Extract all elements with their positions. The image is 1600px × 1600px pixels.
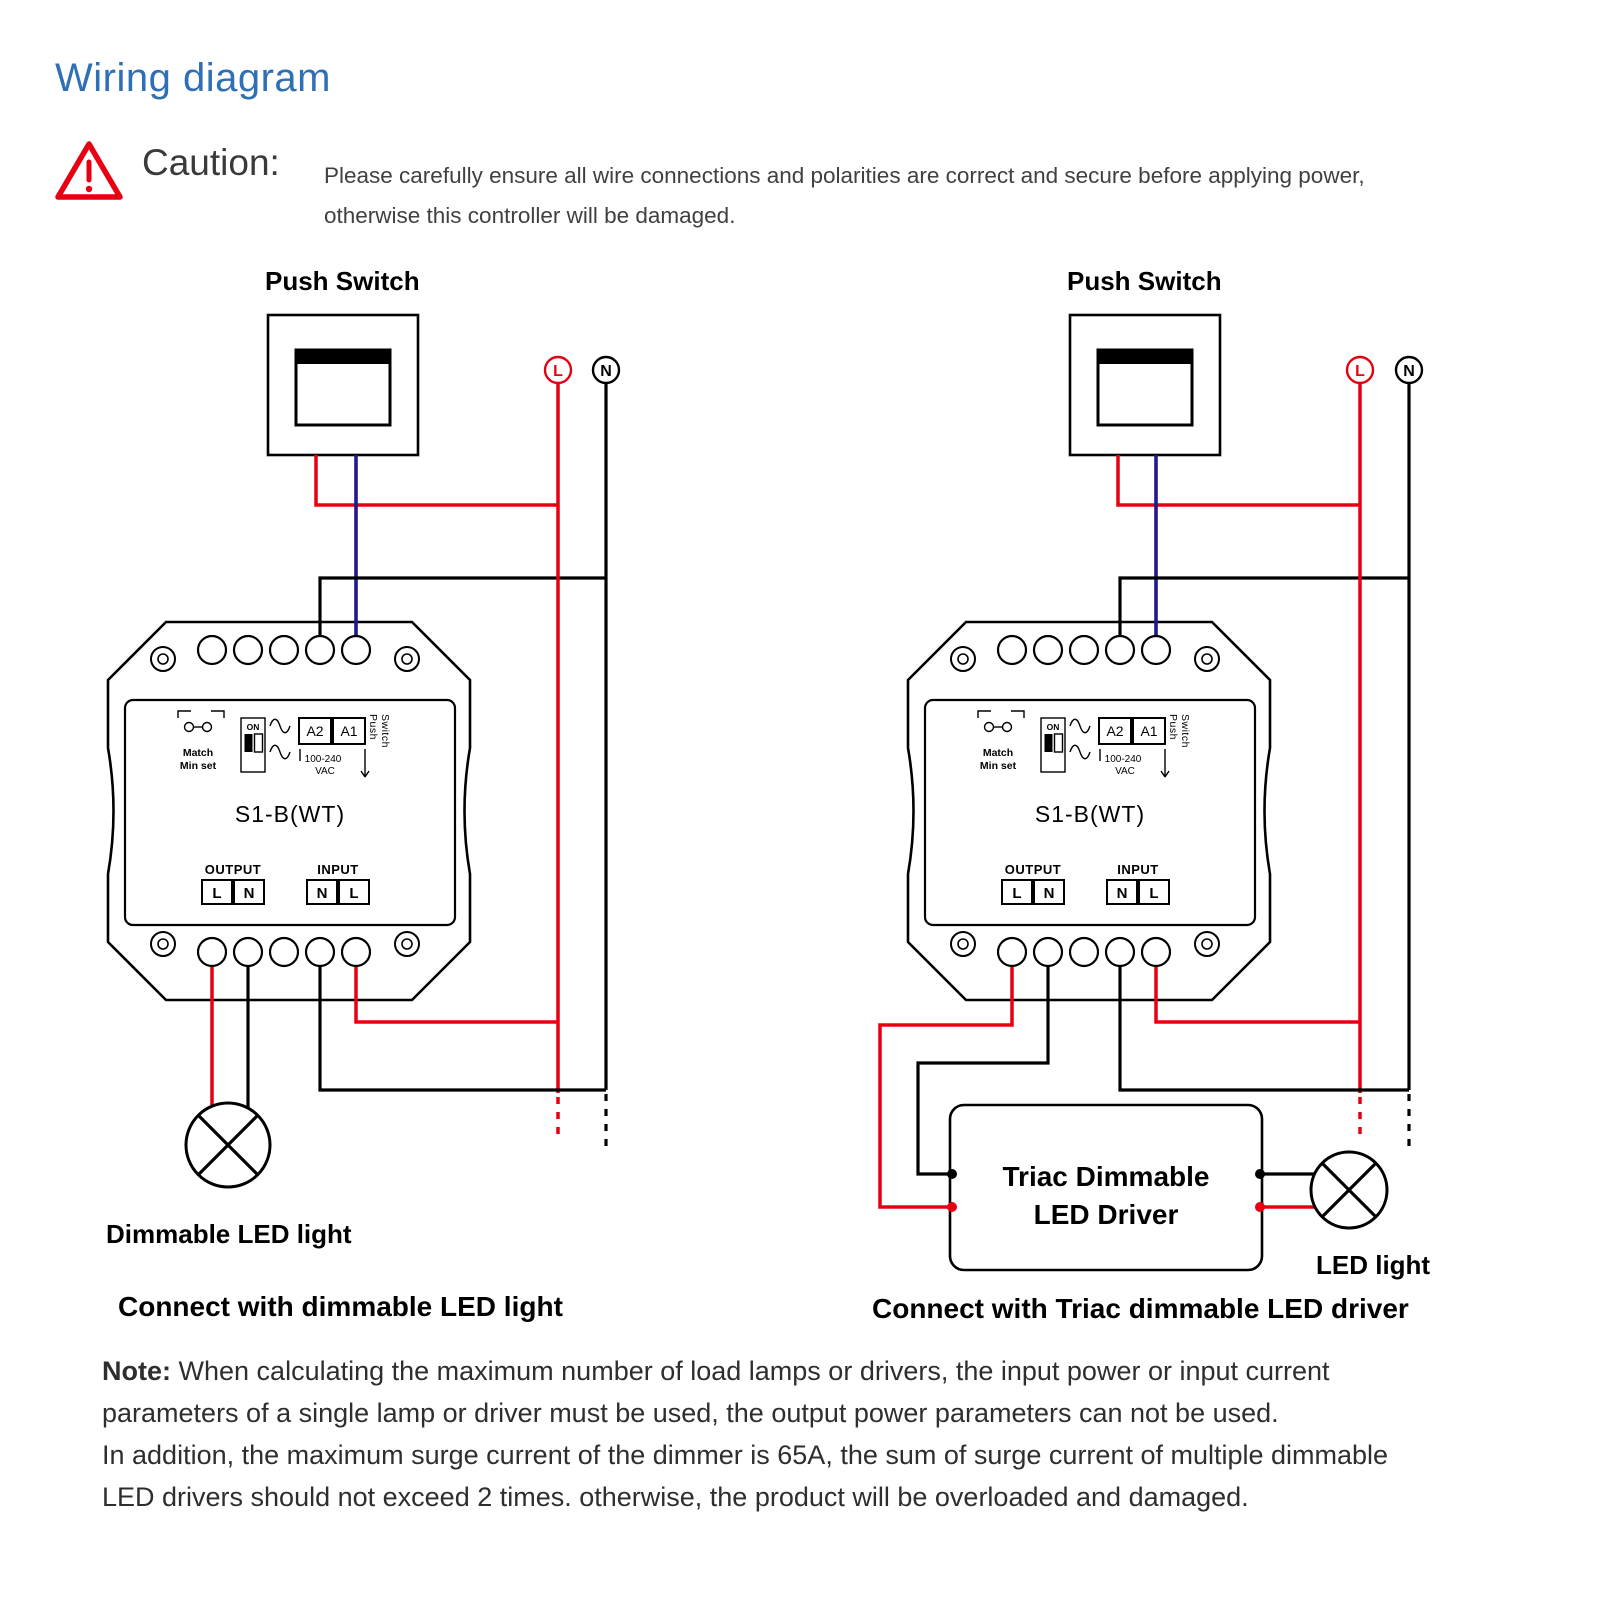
note-text-1: When calculating the maximum number of l… xyxy=(178,1356,1330,1386)
input-n-label: N xyxy=(1117,885,1128,902)
push-switch-right xyxy=(1068,313,1222,457)
live-terminal-label: L xyxy=(1355,363,1365,380)
live-terminal-label: L xyxy=(553,363,563,380)
output-l-label: L xyxy=(1012,885,1021,902)
input-live-wire-left xyxy=(354,952,558,1024)
output-n-label: N xyxy=(244,885,255,902)
vac-label: VAC xyxy=(1115,766,1135,777)
voltage-label: 100-240 xyxy=(305,754,342,765)
page-title: Wiring diagram xyxy=(55,56,331,100)
output-label: OUTPUT xyxy=(205,862,261,877)
live-wire-switch-left xyxy=(314,455,558,507)
driver-label-line2: LED Driver xyxy=(1034,1199,1179,1230)
on-label: ON xyxy=(247,722,260,732)
output-live-to-driver-wire xyxy=(878,952,1014,1209)
terminal-a1-label: A1 xyxy=(340,723,357,739)
note-label: Note: xyxy=(102,1356,171,1386)
right-diagram-wires xyxy=(878,383,1411,1209)
left-mains-terminal-badges: L N xyxy=(543,355,621,385)
terminal-a2-label: A2 xyxy=(306,723,323,739)
lamp-label-left: Dimmable LED light xyxy=(106,1219,352,1249)
input-label: INPUT xyxy=(1117,862,1159,877)
output-n-label: N xyxy=(1044,885,1055,902)
push-switch-label-left: Push Switch xyxy=(265,266,420,296)
input-label: INPUT xyxy=(317,862,359,877)
dimmer-left-labels: Match Min set ON A2 A1 100-240 VAC Push … xyxy=(180,714,391,902)
caution-text: Please carefully ensure all wire connect… xyxy=(324,156,1365,236)
note-section: Note: When calculating the maximum numbe… xyxy=(102,1350,1388,1518)
led-lamp-icon xyxy=(1309,1150,1389,1230)
caption-left: Connect with dimmable LED light xyxy=(118,1291,563,1322)
live-wire-switch-right xyxy=(1116,455,1360,507)
push-switch-label-right: Push Switch xyxy=(1067,266,1222,296)
match-label: Match xyxy=(983,747,1013,759)
terminal-a2-label: A2 xyxy=(1106,723,1123,739)
min-set-label: Min set xyxy=(180,760,217,772)
device-model-label: S1-B(WT) xyxy=(235,801,345,827)
output-neutral-to-driver-wire xyxy=(916,952,1050,1176)
note-line-4: LED drivers should not exceed 2 times. o… xyxy=(102,1482,1249,1512)
input-live-wire-right xyxy=(1154,952,1360,1024)
caution-text-line1: Please carefully ensure all wire connect… xyxy=(324,163,1365,188)
driver-neutral-pin-right xyxy=(1255,1169,1265,1179)
vac-label: VAC xyxy=(315,766,335,777)
input-n-label: N xyxy=(317,885,328,902)
left-diagram-wires xyxy=(210,383,608,1152)
neutral-terminal-badge xyxy=(1394,355,1424,385)
driver-label-line1: Triac Dimmable xyxy=(1003,1161,1210,1192)
dimmer-right-labels: Match Min set ON A2 A1 100-240 VAC Push … xyxy=(980,714,1191,902)
caption-right: Connect with Triac dimmable LED driver xyxy=(872,1293,1409,1324)
min-set-label: Min set xyxy=(980,760,1017,772)
voltage-label: 100-240 xyxy=(1105,754,1142,765)
match-label: Match xyxy=(183,747,213,759)
note-line-1: Note: When calculating the maximum numbe… xyxy=(102,1350,1388,1392)
driver-neutral-pin-left xyxy=(947,1169,957,1179)
note-line-2: parameters of a single lamp or driver mu… xyxy=(102,1398,1279,1428)
push-switch-left xyxy=(266,313,420,457)
output-l-label: L xyxy=(212,885,221,902)
live-terminal-badge xyxy=(1345,355,1375,385)
push-vertical-label: Push xyxy=(1167,714,1179,740)
on-label: ON xyxy=(1047,722,1060,732)
input-l-label: L xyxy=(1149,885,1158,902)
dimmable-led-lamp-icon xyxy=(184,1101,272,1189)
warning-triangle-icon xyxy=(55,141,123,200)
driver-live-pin-left xyxy=(947,1202,957,1212)
right-mains-terminal-badges: L N xyxy=(1345,355,1424,385)
neutral-terminal-label: N xyxy=(600,363,612,380)
push-vertical-label: Push xyxy=(367,714,379,740)
caution-text-line2: otherwise this controller will be damage… xyxy=(324,203,736,228)
switch-vertical-label: Switch xyxy=(379,714,391,748)
neutral-wire-top-right xyxy=(1118,576,1409,650)
caution-label: Caution: xyxy=(142,142,280,183)
lamp-label-right: LED light xyxy=(1316,1250,1430,1280)
input-neutral-wire-right xyxy=(1118,952,1409,1092)
terminal-a1-label: A1 xyxy=(1140,723,1157,739)
note-line-3: In addition, the maximum surge current o… xyxy=(102,1440,1389,1470)
triac-driver-box: Triac Dimmable LED Driver xyxy=(947,1103,1265,1272)
neutral-terminal-badge xyxy=(591,355,621,385)
switch-vertical-label: Switch xyxy=(1179,714,1191,748)
input-neutral-wire-left xyxy=(318,952,606,1092)
device-model-label: S1-B(WT) xyxy=(1035,801,1145,827)
live-terminal-badge xyxy=(543,355,573,385)
neutral-wire-top-left xyxy=(318,576,606,650)
neutral-terminal-label: N xyxy=(1403,363,1415,380)
output-label: OUTPUT xyxy=(1005,862,1061,877)
driver-live-pin-right xyxy=(1255,1202,1265,1212)
input-l-label: L xyxy=(349,885,358,902)
